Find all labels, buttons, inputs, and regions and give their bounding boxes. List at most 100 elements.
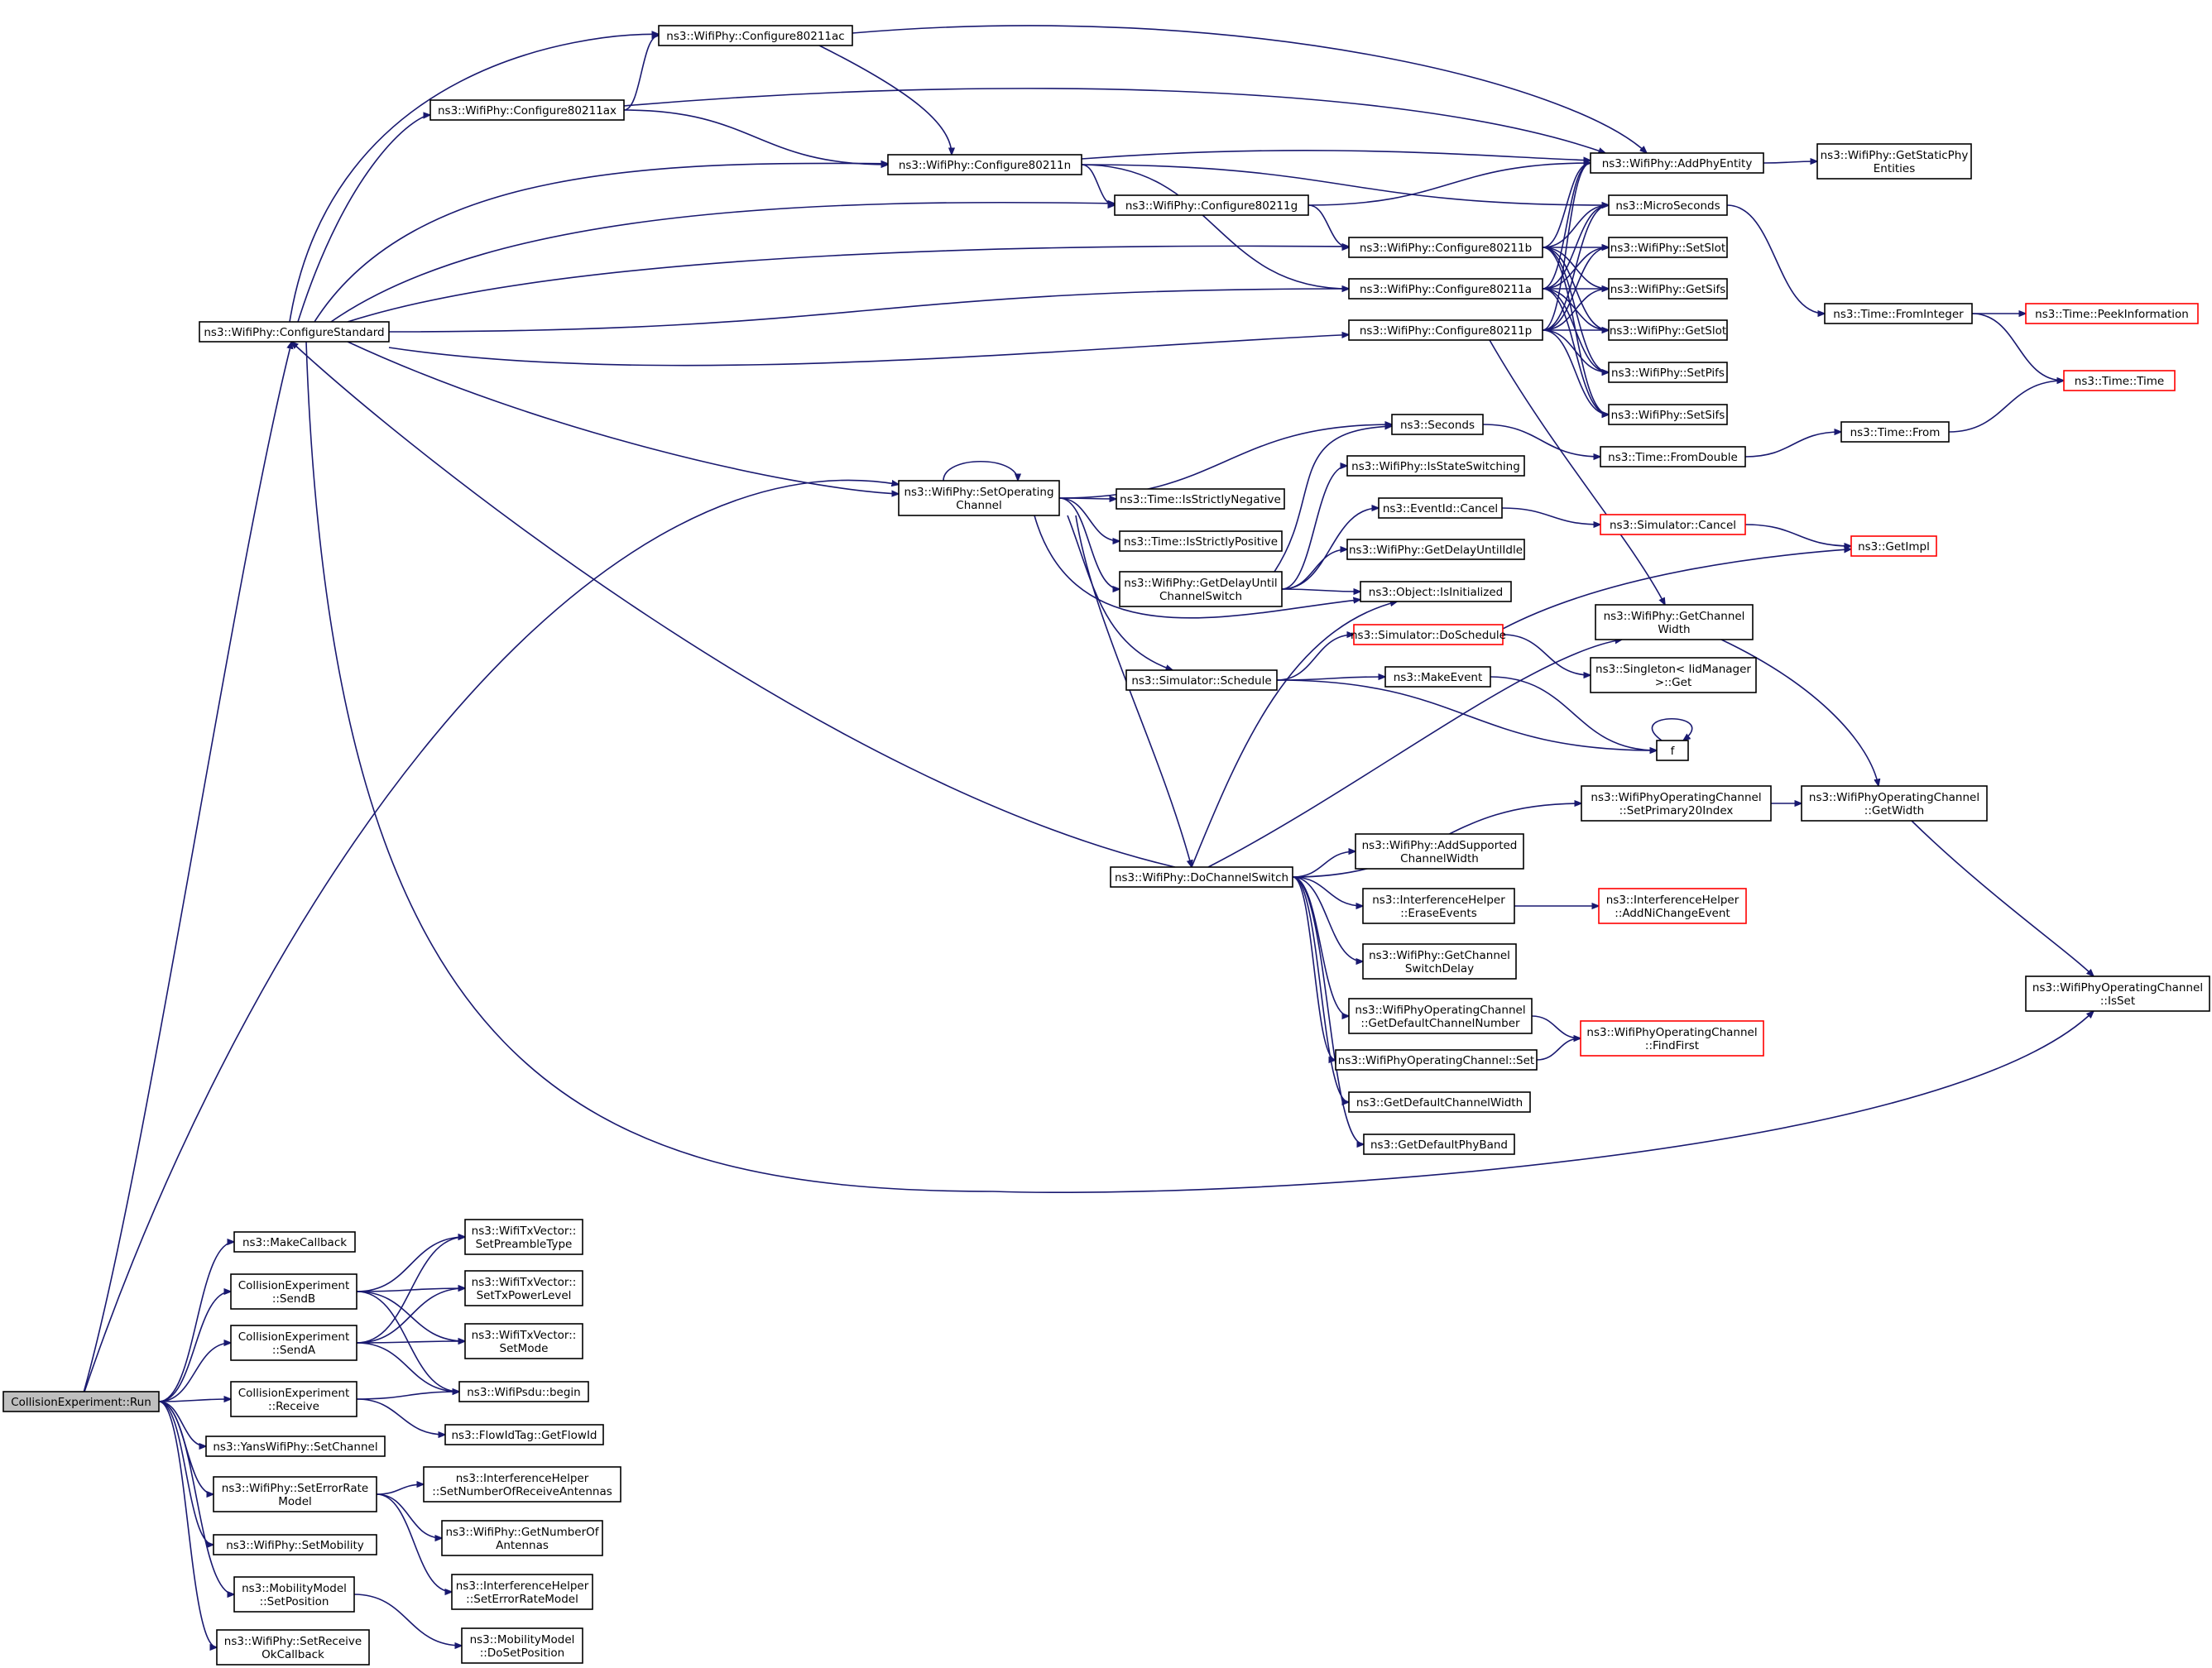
node-isStateSw[interactable]: ns3::WifiPhy::IsStateSwitching — [1346, 455, 1525, 477]
node-setMobility[interactable]: ns3::WifiPhy::SetMobility — [213, 1534, 377, 1555]
node-label: ::AddNiChangeEvent — [1615, 907, 1730, 920]
node-label: ::FindFirst — [1645, 1039, 1699, 1052]
edge-getDefChNum-to-findFirst — [1531, 1015, 1581, 1038]
node-getDefChWidth[interactable]: ns3::GetDefaultChannelWidth — [1348, 1091, 1531, 1113]
node-c80211g[interactable]: ns3::WifiPhy::Configure80211g — [1114, 194, 1309, 216]
node-label: ns3::Simulator::Schedule — [1131, 674, 1271, 688]
node-c80211p[interactable]: ns3::WifiPhy::Configure80211p — [1348, 319, 1543, 341]
node-isStrictPos[interactable]: ns3::Time::IsStrictlyPositive — [1119, 530, 1283, 552]
node-box — [1348, 278, 1543, 300]
node-singleton[interactable]: ns3::Singleton< IidManager>::Get — [1590, 657, 1757, 693]
node-setMode[interactable]: ns3::WifiTxVector::SetMode — [464, 1323, 583, 1359]
node-label: ns3::FlowIdTag::GetFlowId — [451, 1429, 597, 1442]
node-box — [2025, 975, 2210, 1012]
node-getSlot[interactable]: ns3::WifiPhy::GetSlot — [1608, 319, 1728, 341]
node-setSlot[interactable]: ns3::WifiPhy::SetSlot — [1608, 237, 1728, 258]
node-micro[interactable]: ns3::MicroSeconds — [1608, 194, 1728, 216]
node-f[interactable]: f — [1656, 740, 1689, 761]
node-box — [451, 1574, 593, 1610]
node-opGetWidth[interactable]: ns3::WifiPhyOperatingChannel::GetWidth — [1801, 785, 1988, 822]
edge-simCancel-to-getImpl — [1744, 524, 1851, 546]
node-getDefChNum[interactable]: ns3::WifiPhyOperatingChannel::GetDefault… — [1348, 998, 1533, 1034]
node-setPreamble[interactable]: ns3::WifiTxVector::SetPreambleType — [464, 1219, 583, 1255]
node-psduBegin[interactable]: ns3::WifiPsdu::begin — [458, 1381, 589, 1402]
node-timeTime[interactable]: ns3::Time::Time — [2063, 370, 2176, 391]
node-sendB[interactable]: CollisionExperiment::SendB — [230, 1273, 357, 1310]
node-flowId[interactable]: ns3::FlowIdTag::GetFlowId — [444, 1424, 604, 1445]
node-box — [230, 1273, 357, 1310]
edge-c80211n-to-c80211g — [1081, 164, 1115, 205]
node-box — [898, 480, 1060, 516]
node-isStrictNeg[interactable]: ns3::Time::IsStrictlyNegative — [1116, 488, 1285, 510]
edge-simDoSched-to-singleton — [1502, 634, 1591, 675]
node-findFirst[interactable]: ns3::WifiPhyOperatingChannel::FindFirst — [1580, 1020, 1764, 1057]
node-fromInteger[interactable]: ns3::Time::FromInteger — [1824, 303, 1973, 324]
node-label: ChannelWidth — [1400, 852, 1479, 865]
node-mobSetPos[interactable]: ns3::MobilityModel::SetPosition — [233, 1576, 355, 1613]
edge-evCancel-to-simCancel — [1501, 507, 1600, 525]
node-configStd[interactable]: ns3::WifiPhy::ConfigureStandard — [199, 321, 390, 343]
node-getImpl[interactable]: ns3::GetImpl — [1850, 535, 1937, 557]
node-ihErase[interactable]: ns3::InterferenceHelper::EraseEvents — [1362, 888, 1515, 924]
node-c80211b[interactable]: ns3::WifiPhy::Configure80211b — [1348, 237, 1543, 258]
node-box — [1378, 497, 1503, 519]
node-setTxPower[interactable]: ns3::WifiTxVector::SetTxPowerLevel — [464, 1270, 583, 1306]
node-receive[interactable]: CollisionExperiment::Receive — [230, 1381, 357, 1417]
node-setSifs[interactable]: ns3::WifiPhy::SetSifs — [1608, 404, 1728, 425]
node-sendA[interactable]: CollisionExperiment::SendA — [230, 1325, 357, 1361]
node-box — [1824, 303, 1973, 324]
node-opSet[interactable]: ns3::WifiPhyOperatingChannel::Set — [1335, 1049, 1538, 1071]
node-label: ns3::Time::IsStrictlyPositive — [1124, 535, 1278, 549]
node-makeEvent[interactable]: ns3::MakeEvent — [1384, 666, 1491, 688]
node-fromDouble[interactable]: ns3::Time::FromDouble — [1600, 446, 1746, 467]
node-peekInfo[interactable]: ns3::Time::PeekInformation — [2025, 303, 2199, 324]
node-getDelayIdle[interactable]: ns3::WifiPhy::GetDelayUntilIdle — [1346, 539, 1525, 560]
node-ihSetErr[interactable]: ns3::InterferenceHelper::SetErrorRateMod… — [451, 1574, 593, 1610]
node-c80211ac[interactable]: ns3::WifiPhy::Configure80211ac — [658, 25, 853, 46]
node-objInit[interactable]: ns3::Object::IsInitialized — [1360, 581, 1512, 602]
node-ihSetNumRx[interactable]: ns3::InterferenceHelper::SetNumberOfRece… — [423, 1466, 621, 1503]
node-label: ns3::WifiPhy::ConfigureStandard — [204, 326, 384, 339]
node-box — [1355, 833, 1524, 870]
node-box — [1598, 888, 1747, 924]
node-c80211a[interactable]: ns3::WifiPhy::Configure80211a — [1348, 278, 1543, 300]
node-c80211ax[interactable]: ns3::WifiPhy::Configure80211ax — [429, 99, 625, 121]
edge-configStd-to-c80211ax — [297, 115, 430, 323]
node-getDefPhyBand[interactable]: ns3::GetDefaultPhyBand — [1363, 1134, 1515, 1155]
node-seconds[interactable]: ns3::Seconds — [1391, 414, 1484, 435]
node-label: SetTxPowerLevel — [477, 1289, 572, 1302]
node-makeCb[interactable]: ns3::MakeCallback — [233, 1231, 356, 1253]
node-simDoSched[interactable]: ns3::Simulator::DoSchedule — [1351, 624, 1506, 645]
node-box — [458, 1381, 589, 1402]
node-label: CollisionExperiment — [238, 1387, 350, 1400]
node-simCancel[interactable]: ns3::Simulator::Cancel — [1600, 514, 1746, 535]
node-yansSetCh[interactable]: ns3::YansWifiPhy::SetChannel — [205, 1436, 386, 1457]
node-setErrModel[interactable]: ns3::WifiPhy::SetErrorRateModel — [213, 1476, 377, 1512]
node-simSched[interactable]: ns3::Simulator::Schedule — [1125, 669, 1278, 691]
node-timeFrom[interactable]: ns3::Time::From — [1840, 421, 1950, 443]
node-addPhy[interactable]: ns3::WifiPhy::AddPhyEntity — [1590, 152, 1764, 174]
node-setPifs[interactable]: ns3::WifiPhy::SetPifs — [1608, 362, 1728, 383]
node-mobDoSetPos[interactable]: ns3::MobilityModel::DoSetPosition — [461, 1627, 583, 1664]
node-label: ns3::InterferenceHelper — [1606, 894, 1739, 907]
edge-run-to-setMobility — [158, 1401, 214, 1545]
node-getSifs[interactable]: ns3::WifiPhy::GetSifs — [1608, 278, 1728, 300]
node-setPrimary[interactable]: ns3::WifiPhyOperatingChannel::SetPrimary… — [1581, 785, 1772, 822]
node-evCancel[interactable]: ns3::EventId::Cancel — [1378, 497, 1503, 519]
node-ihAddNi[interactable]: ns3::InterferenceHelper::AddNiChangeEven… — [1598, 888, 1747, 924]
node-label: ns3::WifiPsdu::begin — [467, 1386, 581, 1399]
node-run[interactable]: CollisionExperiment::Run — [2, 1391, 160, 1412]
node-label: ns3::WifiPhyOperatingChannel — [1355, 1004, 1525, 1017]
node-box — [1346, 455, 1525, 477]
node-c80211n[interactable]: ns3::WifiPhy::Configure80211n — [887, 154, 1082, 175]
node-doChSw[interactable]: ns3::WifiPhy::DoChannelSwitch — [1110, 866, 1293, 888]
node-opIsSet[interactable]: ns3::WifiPhyOperatingChannel::IsSet — [2025, 975, 2210, 1012]
